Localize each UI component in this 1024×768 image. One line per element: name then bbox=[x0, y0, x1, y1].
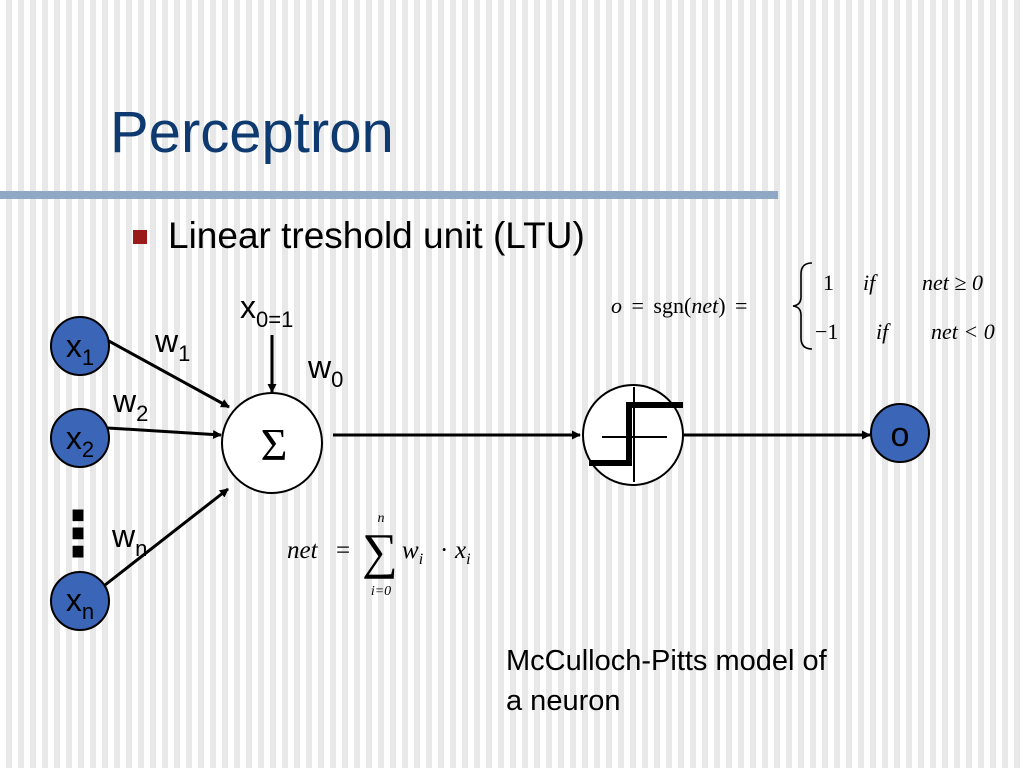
svg-text:wi: wi bbox=[402, 537, 423, 568]
output-label: o bbox=[891, 416, 910, 454]
output-node: o bbox=[870, 403, 930, 463]
sgn-equals-1: = bbox=[632, 293, 644, 318]
sgn-close: ) bbox=[718, 293, 725, 318]
svg-text:x1: x1 bbox=[66, 328, 94, 370]
net-input-sub: i bbox=[466, 551, 470, 568]
svg-text:xi: xi bbox=[454, 537, 471, 568]
xn-sub: n bbox=[82, 599, 94, 624]
caption-line-1: McCulloch-Pitts model of bbox=[506, 645, 827, 677]
input-node-xn: xn bbox=[50, 571, 110, 631]
x2-base: x bbox=[66, 420, 82, 456]
svg-text:o = sgn(net): o = sgn(net) = bbox=[611, 293, 747, 318]
net-input: x bbox=[454, 537, 466, 564]
wn-sub: n bbox=[135, 536, 147, 561]
net-dot: · bbox=[440, 537, 448, 564]
caption-line-2: a neuron bbox=[506, 685, 621, 717]
sgn-argument: net bbox=[691, 293, 719, 318]
w1-sub: 1 bbox=[178, 341, 190, 366]
bias-input-label: x0=1 bbox=[240, 289, 293, 332]
case1-value: 1 bbox=[823, 270, 834, 295]
sgn-formula: o = sgn(net) = 1 if net ≥ 0 −1 if net < … bbox=[611, 262, 995, 350]
title-divider bbox=[0, 191, 778, 199]
weight-label-w2: w2 bbox=[112, 383, 148, 426]
case2-value: −1 bbox=[815, 319, 838, 344]
bullet-marker bbox=[133, 230, 147, 244]
svg-text:x2: x2 bbox=[66, 420, 94, 462]
summation-icon: ∑ bbox=[362, 523, 398, 579]
weight-label-wn: wn bbox=[111, 518, 147, 561]
net-equals: = bbox=[336, 537, 350, 564]
sgn-equals-2: = bbox=[735, 293, 747, 318]
xn-base: x bbox=[66, 582, 82, 618]
wn-base: w bbox=[111, 518, 136, 554]
net-lhs: net bbox=[287, 537, 319, 564]
sum-upper-limit: n bbox=[378, 511, 385, 526]
step-function-icon bbox=[589, 387, 683, 482]
activation-node bbox=[582, 384, 684, 486]
w2-base: w bbox=[112, 383, 137, 419]
x0-sub: 0=1 bbox=[256, 307, 293, 332]
x2-sub: 2 bbox=[82, 437, 94, 462]
weight-label-w0: w0 bbox=[307, 349, 343, 392]
input-node-x2: x2 bbox=[50, 408, 110, 468]
case1-condition: net ≥ 0 bbox=[922, 270, 983, 295]
edge-xn-sum bbox=[104, 487, 229, 587]
weight-label-w1: w1 bbox=[154, 323, 190, 366]
w1-base: w bbox=[154, 323, 179, 359]
sgn-output: o bbox=[611, 293, 622, 318]
x1-sub: 1 bbox=[82, 345, 94, 370]
x0-base: x bbox=[240, 289, 256, 325]
summation-node: Σ bbox=[221, 392, 323, 494]
net-weight: w bbox=[402, 537, 419, 564]
w2-sub: 2 bbox=[136, 401, 148, 426]
slide-title: Perceptron bbox=[110, 100, 394, 165]
sgn-function: sgn( bbox=[653, 293, 691, 318]
edge-x2-sum bbox=[107, 426, 222, 439]
case2-condition: net < 0 bbox=[931, 319, 995, 344]
w0-base: w bbox=[307, 349, 332, 385]
bullet-text: Linear treshold unit (LTU) bbox=[168, 215, 585, 256]
svg-text:xn: xn bbox=[66, 582, 94, 624]
sum-lower-limit: i=0 bbox=[371, 584, 391, 599]
x1-base: x bbox=[66, 328, 82, 364]
case1-if: if bbox=[863, 270, 878, 295]
net-formula: net = ∑ n i=0 wi · xi bbox=[287, 511, 471, 599]
net-weight-sub: i bbox=[419, 551, 423, 568]
sigma-icon: Σ bbox=[261, 419, 288, 470]
case2-if: if bbox=[876, 319, 891, 344]
caption: McCulloch-Pitts model of a neuron bbox=[506, 641, 827, 721]
w0-sub: 0 bbox=[331, 367, 343, 392]
input-ellipsis: ⋮ bbox=[47, 497, 109, 570]
edge-x1-sum bbox=[106, 338, 230, 409]
cases-brace-icon bbox=[792, 262, 813, 350]
input-node-x1: x1 bbox=[50, 316, 110, 376]
